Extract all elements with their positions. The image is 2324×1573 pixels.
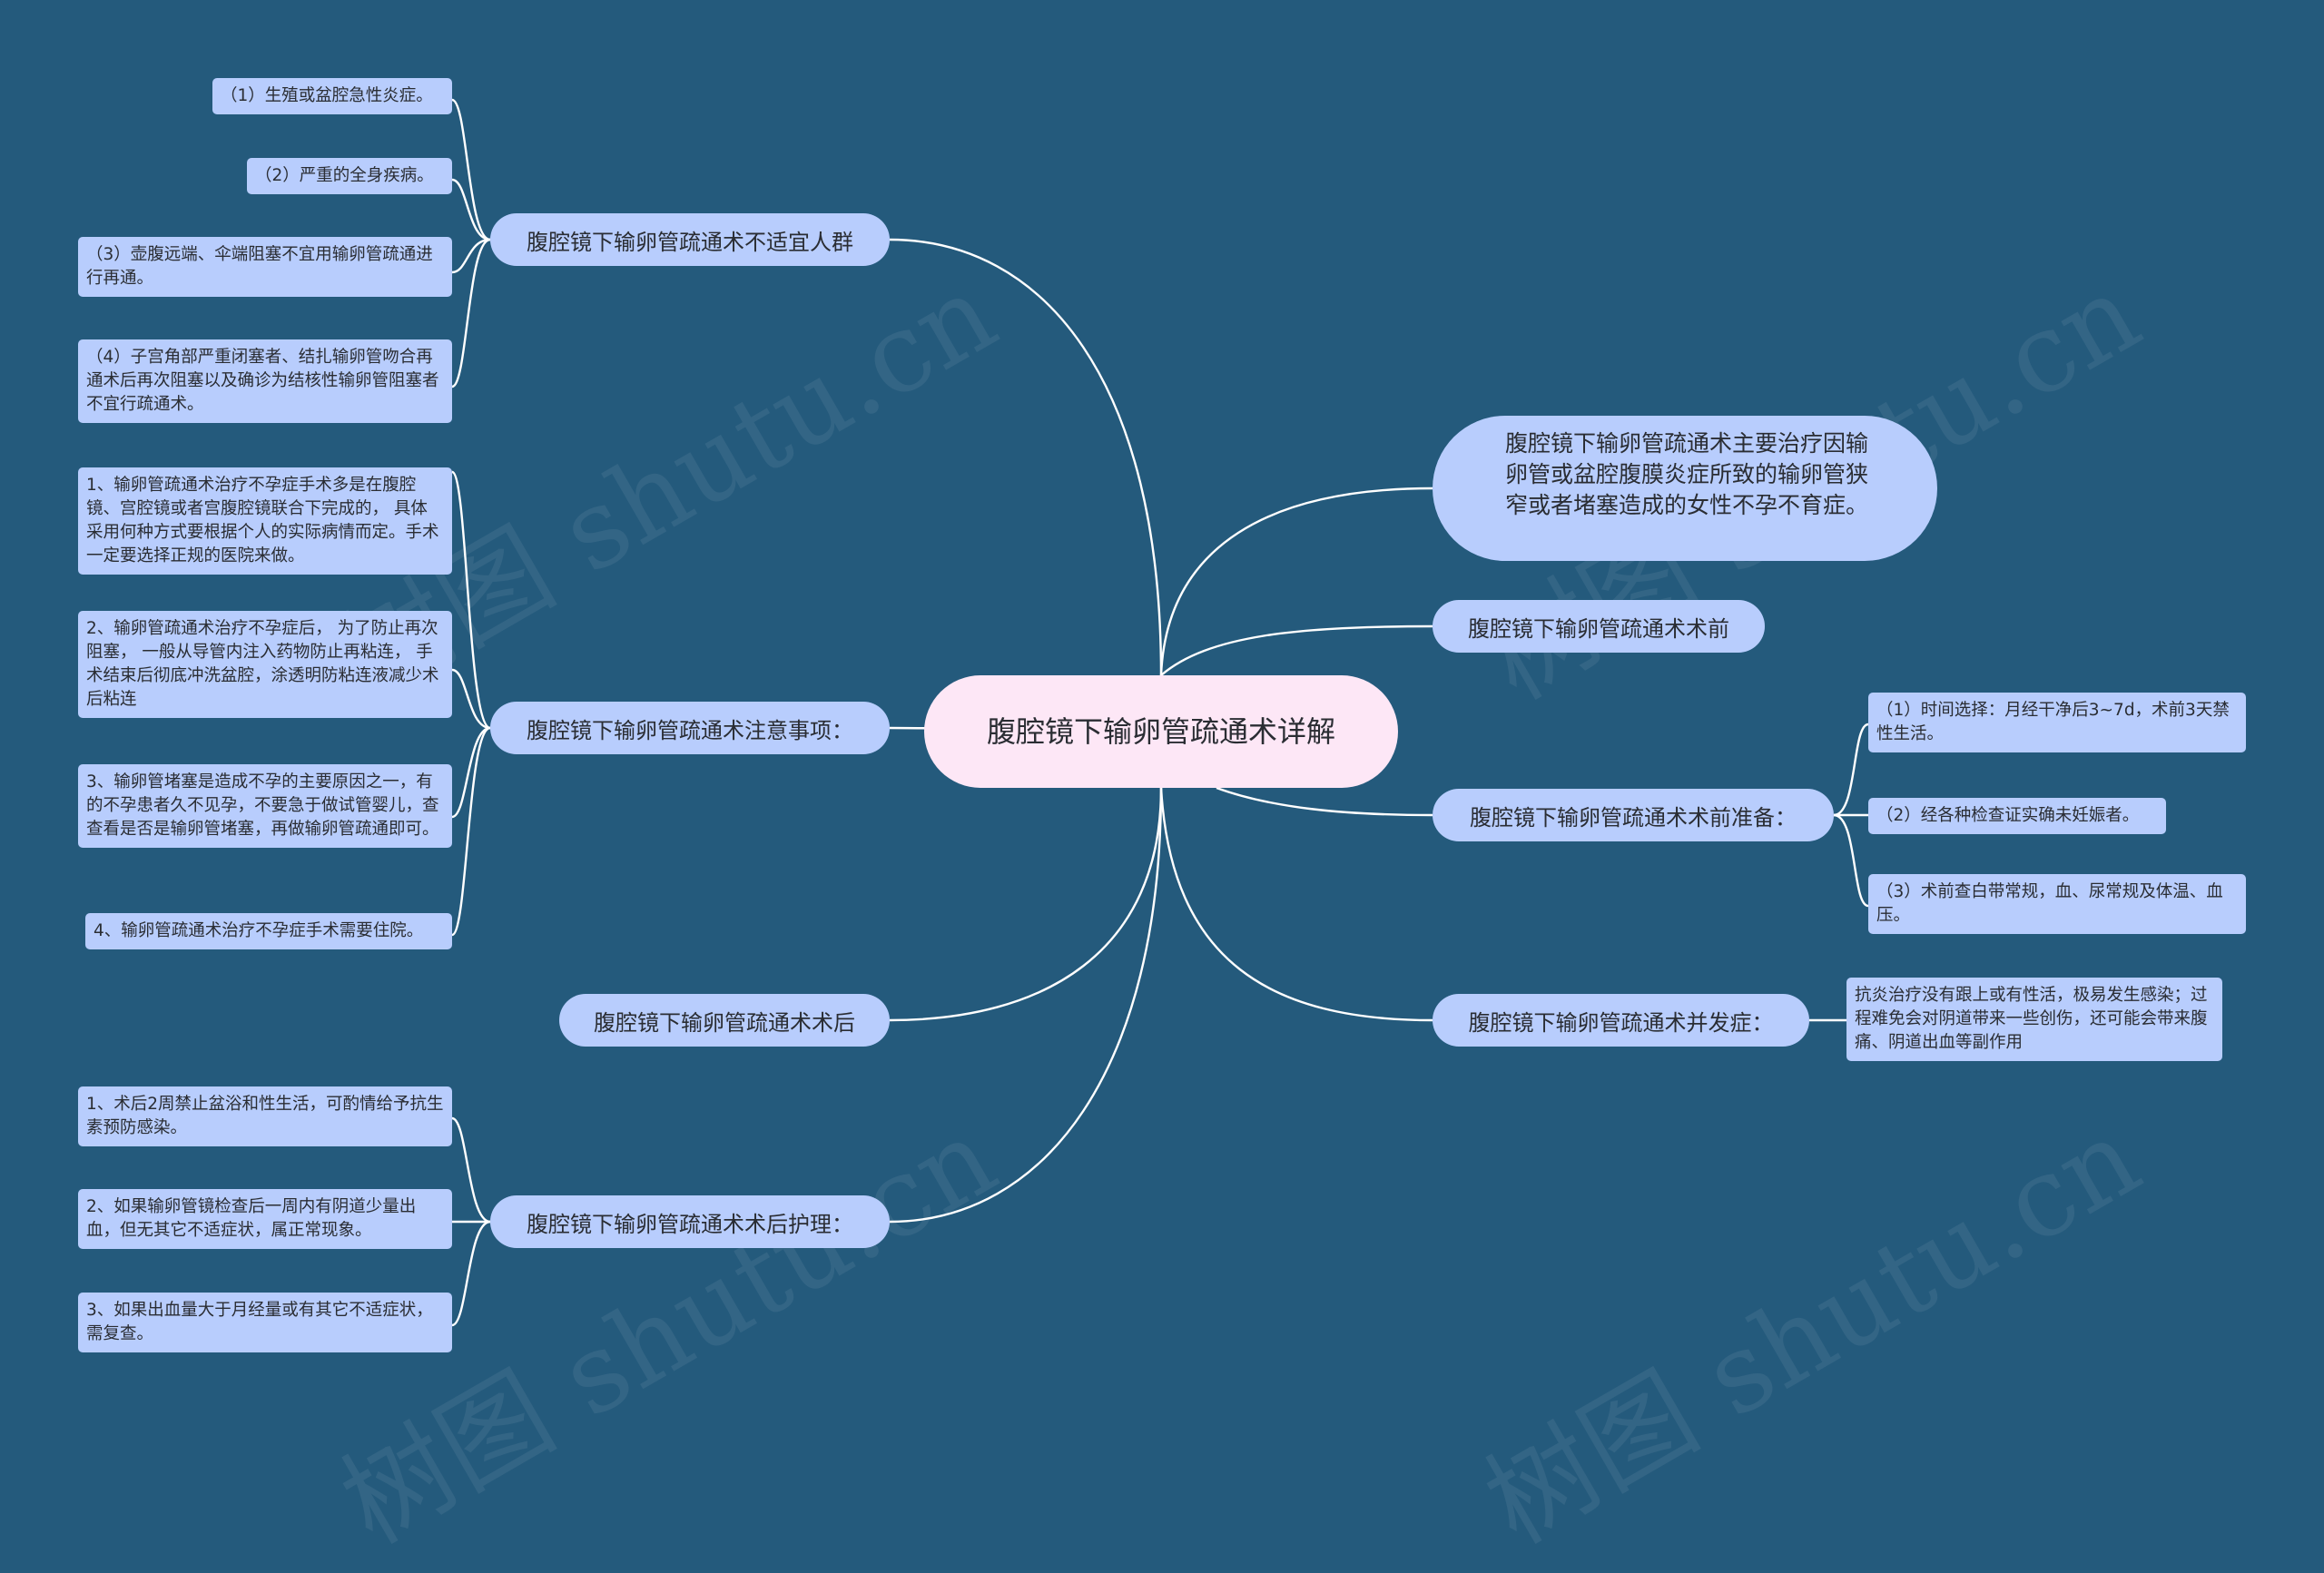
link-root-left-3 xyxy=(889,787,1163,1224)
link-b1-leaf xyxy=(451,668,491,730)
leaf-precaution-3[interactable]: 3、输卵管堵塞是造成不孕的主要原因之一，有的不孕患者久不见孕，不要急于做试管婴儿… xyxy=(78,764,452,848)
leaf-prep-2[interactable]: （2）经各种检查证实确未妊娠者。 xyxy=(1868,798,2166,834)
branch-preoperative[interactable]: 腹腔镜下输卵管疏通术术前 xyxy=(1433,600,1765,653)
link-rb2-leaf xyxy=(1833,813,1869,908)
leaf-not-suitable-1[interactable]: （1）生殖或盆腔急性炎症。 xyxy=(212,78,452,114)
link-rb2-leaf xyxy=(1833,723,1869,817)
link-root-right-3 xyxy=(1159,787,1433,1022)
link-b1-leaf xyxy=(451,726,491,819)
link-root-right-0 xyxy=(1159,487,1433,676)
branch-complications[interactable]: 腹腔镜下输卵管疏通术并发症： xyxy=(1433,994,1809,1047)
leaf-care-1[interactable]: 1、术后2周禁止盆浴和性生活，可酌情给予抗生素预防感染。 xyxy=(78,1086,452,1146)
link-b3-leaf xyxy=(451,1116,491,1224)
link-root-left-0 xyxy=(889,238,1163,676)
link-b0-leaf xyxy=(451,98,491,241)
branch-precautions[interactable]: 腹腔镜下输卵管疏通术注意事项： xyxy=(490,702,890,754)
link-root-right-1 xyxy=(1160,624,1433,676)
branch-not-suitable[interactable]: 腹腔镜下输卵管疏通术不适宜人群 xyxy=(490,213,890,266)
link-b0-leaf xyxy=(451,238,491,388)
leaf-care-3[interactable]: 3、如果出血量大于月经量或有其它不适症状，需复查。 xyxy=(78,1293,452,1352)
link-root-left-2 xyxy=(889,787,1163,1022)
link-b0-leaf xyxy=(451,238,491,274)
connector-lines xyxy=(450,98,1869,1327)
leaf-prep-1[interactable]: （1）时间选择：月经干净后3~7d，术前3天禁性生活。 xyxy=(1868,693,2246,752)
leaf-not-suitable-3[interactable]: （3）壶腹远端、伞端阻塞不宜用输卵管疏通进行再通。 xyxy=(78,237,452,297)
branch-postoperative[interactable]: 腹腔镜下输卵管疏通术术后 xyxy=(559,994,890,1047)
leaf-precaution-4[interactable]: 4、输卵管疏通术治疗不孕症手术需要住院。 xyxy=(85,913,452,949)
leaf-precaution-2[interactable]: 2、输卵管疏通术治疗不孕症后， 为了防止再次阻塞， 一般从导管内注入药物防止再粘… xyxy=(78,611,452,718)
branch-postoperative-care[interactable]: 腹腔镜下输卵管疏通术术后护理： xyxy=(490,1195,890,1248)
branch-indication[interactable]: 腹腔镜下输卵管疏通术主要治疗因输卵管或盆腔腹膜炎症所致的输卵管狭窄或者堵塞造成的… xyxy=(1433,416,1937,561)
link-b3-leaf xyxy=(451,1220,491,1327)
link-b0-leaf xyxy=(451,178,491,241)
leaf-not-suitable-4[interactable]: （4）子宫角部严重闭塞者、结扎输卵管吻合再通术后再次阻塞以及确诊为结核性输卵管阻… xyxy=(78,339,452,423)
leaf-care-2[interactable]: 2、如果输卵管镜检查后一周内有阴道少量出血，但无其它不适症状，属正常现象。 xyxy=(78,1189,452,1249)
link-b1-leaf xyxy=(450,470,491,730)
leaf-precaution-1[interactable]: 1、输卵管疏通术治疗不孕症手术多是在腹腔镜、宫腔镜或者宫腹腔镜联合下完成的， 具… xyxy=(78,467,452,575)
root-topic[interactable]: 腹腔镜下输卵管疏通术详解 xyxy=(924,675,1398,788)
branch-preoperative-prep[interactable]: 腹腔镜下输卵管疏通术术前准备： xyxy=(1433,789,1834,841)
leaf-not-suitable-2[interactable]: （2）严重的全身疾病。 xyxy=(247,158,452,194)
link-root-right-2 xyxy=(1216,786,1433,817)
link-b1-leaf xyxy=(450,726,491,937)
leaf-complication-1[interactable]: 抗炎治疗没有跟上或有性活，极易发生感染；过程难免会对阴道带来一些创伤，还可能会带… xyxy=(1846,978,2222,1061)
leaf-prep-3[interactable]: （3）术前查白带常规，血、尿常规及体温、血压。 xyxy=(1868,874,2246,934)
